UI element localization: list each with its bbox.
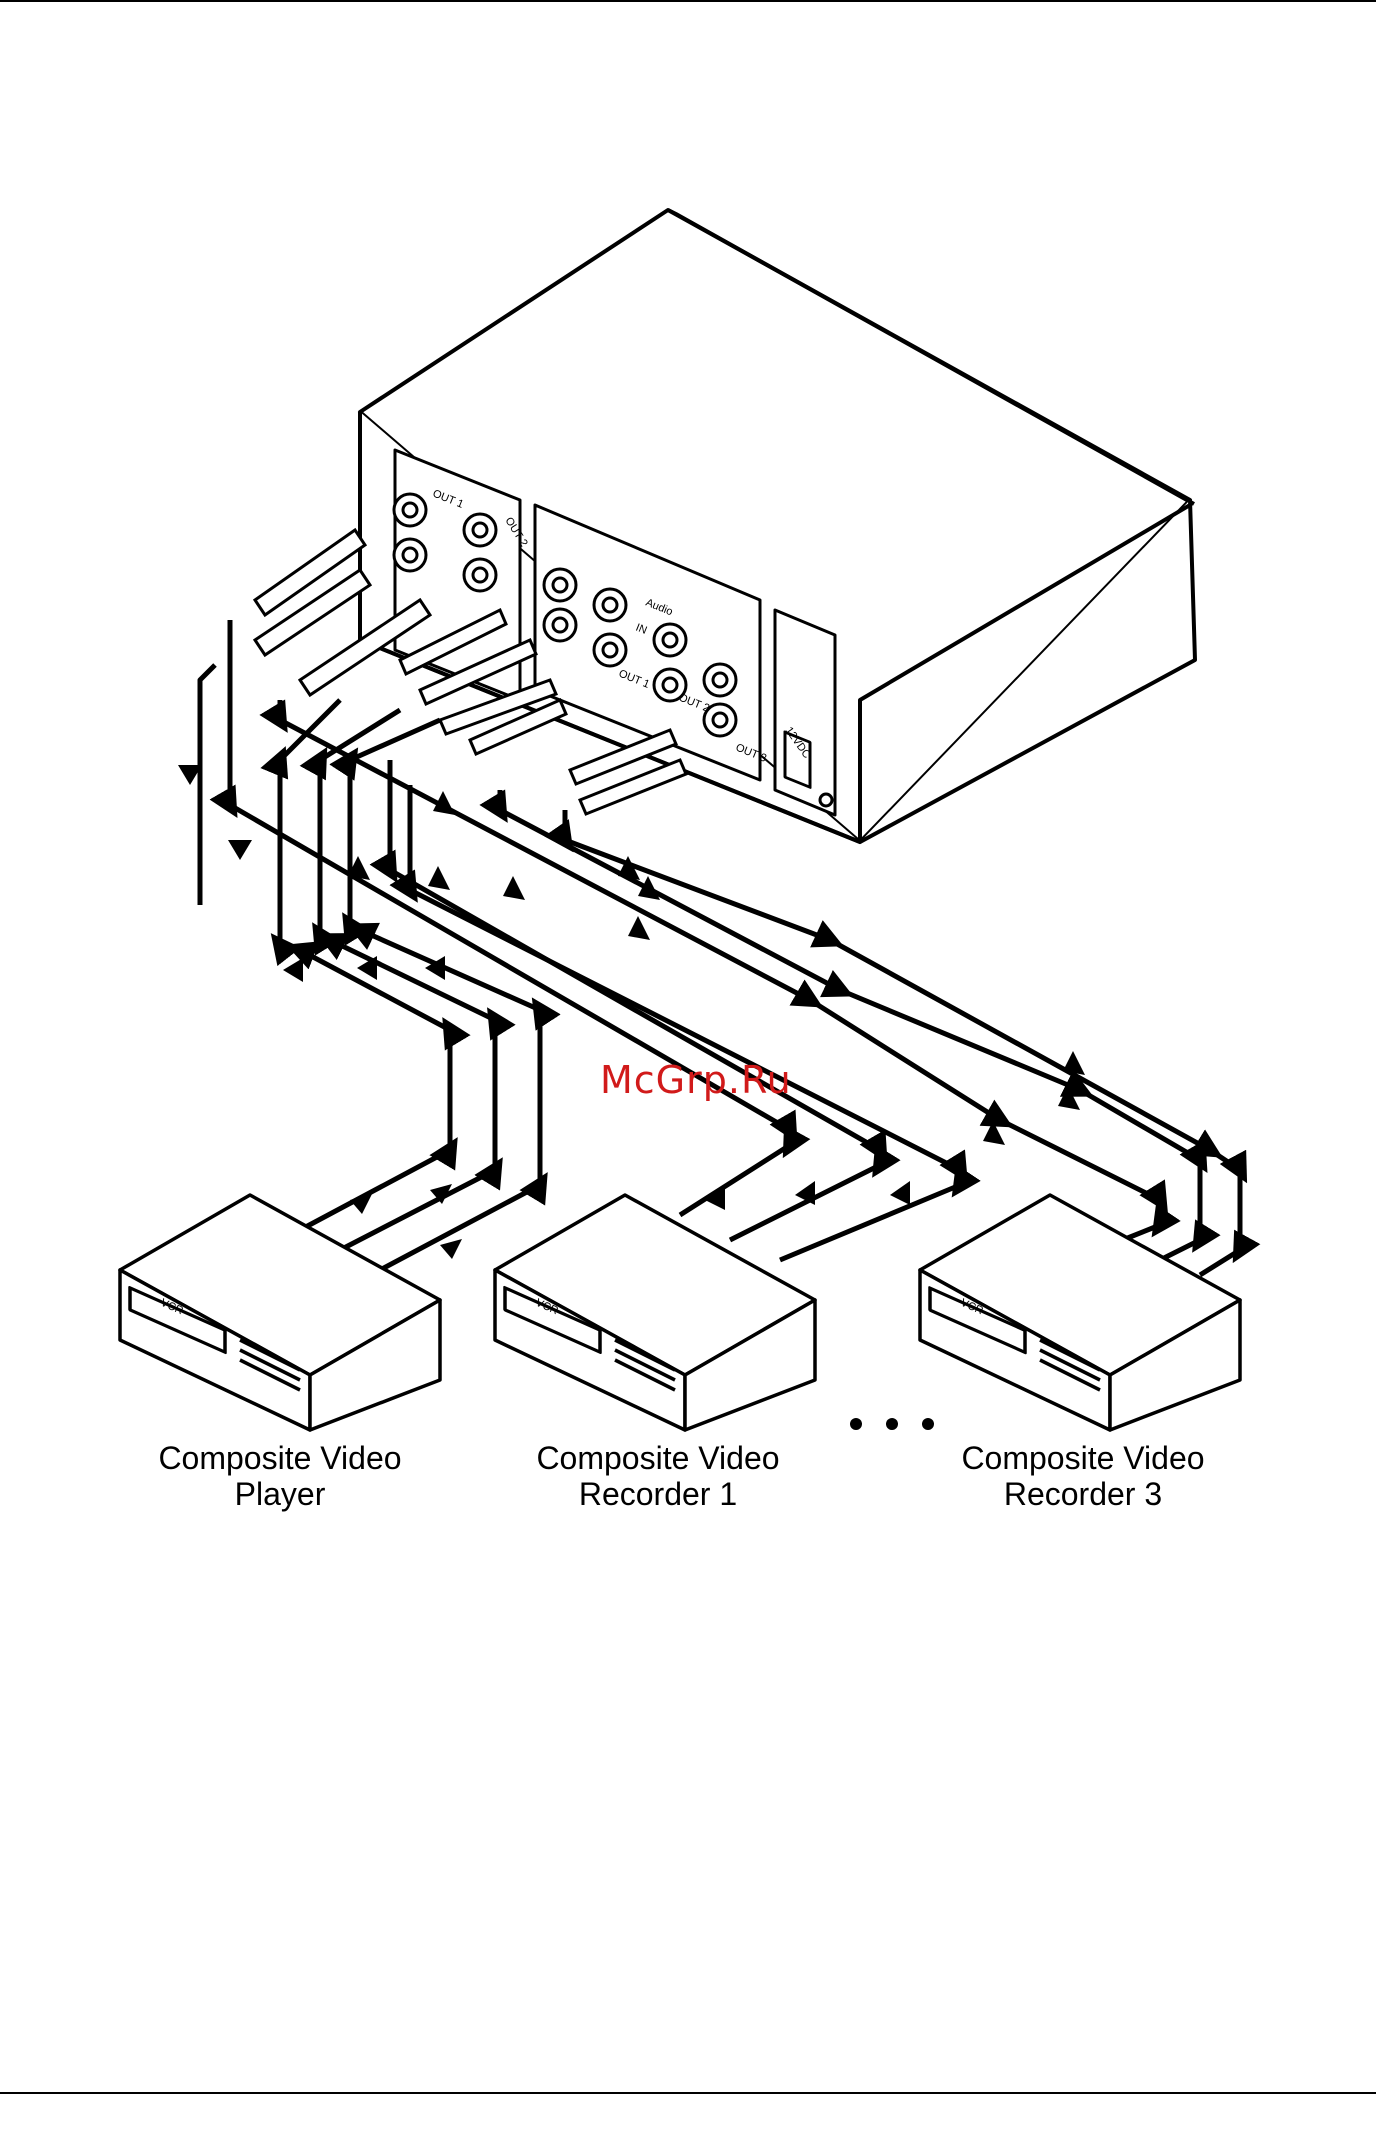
watermark-text: McGrp.Ru xyxy=(600,1058,792,1102)
caption-line: Player xyxy=(130,1476,430,1512)
caption-line: Composite Video xyxy=(130,1440,430,1476)
caption-line: Composite Video xyxy=(508,1440,808,1476)
bottom-rule xyxy=(0,2092,1376,2094)
vcr-recorder-3 xyxy=(920,1195,1240,1430)
ellipsis-dots xyxy=(850,1418,934,1430)
caption-player: Composite Video Player xyxy=(130,1440,430,1512)
vcr-player xyxy=(120,1195,440,1430)
caption-line: Recorder 1 xyxy=(508,1476,808,1512)
caption-line: Recorder 3 xyxy=(933,1476,1233,1512)
caption-line: Composite Video xyxy=(933,1440,1233,1476)
direction-arrows xyxy=(178,765,1085,1259)
caption-recorder-1: Composite Video Recorder 1 xyxy=(508,1440,808,1512)
vcr-recorder-1 xyxy=(495,1195,815,1430)
caption-recorder-3: Composite Video Recorder 3 xyxy=(933,1440,1233,1512)
